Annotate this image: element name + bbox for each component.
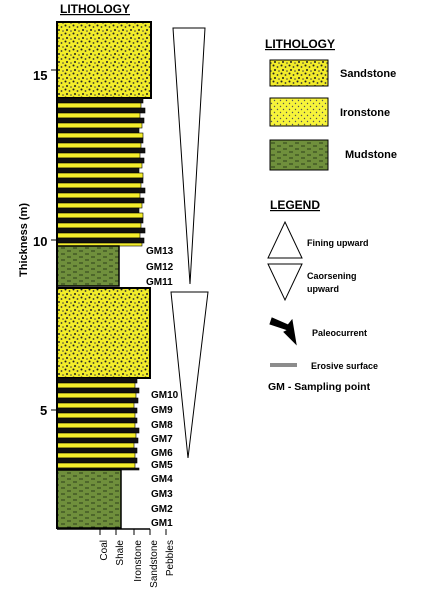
fining-upward-triangle-lower [170,291,209,459]
erosive-surface-label: Erosive surface [311,361,378,371]
sandstone-swatch [269,59,329,87]
axis-label: Thickness (m) [18,203,30,277]
lower-interbed-band [56,422,136,429]
column-title: LITHOLOGY [60,2,130,16]
lower-interbed-band [56,402,135,409]
upper-interbed-band [56,107,146,114]
upper-interbed-band [56,197,145,204]
axis-tick-10: 10 [33,234,47,249]
ironstone-label: Ironstone [340,107,390,119]
upper-interbed-band [56,132,144,139]
grain-label-ironstone: Ironstone [133,540,144,582]
upper-interbed-band [56,167,140,174]
lower-interbed-band [56,377,138,384]
upper-interbed-band [56,202,143,209]
sandstone-bed-top [56,21,152,99]
lower-interbed-band [56,382,136,389]
upper-interbed-band [56,152,141,159]
upper-interbed-band [56,172,144,179]
upper-interbed-band [56,237,145,244]
paleocurrent-arrow-icon [269,317,297,346]
upper-interbed-band [56,112,141,119]
upper-interbed-band [56,122,143,129]
lower-interbed-band [56,442,135,449]
coarsening-upward-label-line1: Caorsening [307,271,357,281]
upper-interbed-band [56,162,143,169]
legend-title: LEGEND [270,198,320,212]
paleocurrent-label: Paleocurrent [312,328,367,338]
upper-interbed-band [56,127,140,134]
sample-label-gm12: GM12 [146,262,174,273]
lower-interbed-band [56,392,137,399]
upper-interbed-band [56,222,142,229]
lower-interbed-band [56,452,136,459]
sampling-point-label: GM - Sampling point [268,381,371,393]
grain-label-sandstone: Sandstone [149,540,160,588]
lower-interbed-band [56,457,138,464]
fining-upward-icon [267,220,303,259]
lower-interbed-band [56,447,138,454]
grain-label-coal: Coal [99,540,110,561]
sample-label-gm3: GM3 [151,489,173,500]
sample-label-gm5: GM5 [151,460,173,471]
sample-label-gm1: GM1 [151,518,173,529]
sandstone-bed-middle [56,287,151,379]
sandstone-label: Sandstone [340,68,396,80]
sample-label-gm6: GM6 [151,448,173,459]
legend-lithology-title: LITHOLOGY [265,37,335,51]
upper-interbed-band [56,97,144,104]
upper-interbed-band [56,227,146,234]
lower-interbed-band [56,462,136,469]
upper-interbed-band [56,217,144,224]
lower-interbed-band [56,432,137,439]
upper-interbed-band [56,142,142,149]
upper-interbed-band [56,182,142,189]
lower-interbed-band [56,387,140,394]
lower-interbed-band [56,427,140,434]
coarsening-upward-icon [267,263,303,302]
lower-interbedded-unit [56,377,140,471]
upper-interbed-band [56,102,142,109]
upper-interbedded-unit [56,97,146,247]
coarsening-upward-label-line2: upward [307,284,339,294]
upper-interbed-band [56,157,145,164]
sample-label-gm2: GM2 [151,504,173,515]
ironstone-swatch [269,97,329,127]
sample-label-gm13: GM13 [146,246,174,257]
upper-interbed-band [56,232,141,239]
upper-interbed-band [56,212,144,219]
lower-interbed-band [56,437,139,444]
mudstone-swatch [269,139,329,171]
lower-interbed-band [56,397,139,404]
sample-label-gm4: GM4 [151,474,173,485]
upper-interbed-band [56,187,146,194]
mudstone-bed-lower [56,469,122,529]
lower-interbed-band [56,412,136,419]
fining-upward-label: Fining upward [307,238,369,248]
upper-interbed-band [56,137,144,144]
sample-label-gm10: GM10 [151,390,179,401]
axis-tick-15: 15 [33,68,47,83]
sample-label-gm9: GM9 [151,405,173,416]
grain-label-pebbles: Pebbles [165,540,176,576]
mudstone-bed-upper [56,245,120,287]
axis-tick-5: 5 [40,403,47,418]
fining-upward-triangle-upper [172,27,206,285]
upper-interbed-band [56,147,146,154]
upper-interbed-band [56,192,141,199]
sample-label-gm7: GM7 [151,434,173,445]
lower-interbed-band [56,407,138,414]
upper-interbed-band [56,207,140,214]
sample-label-gm11: GM11 [146,277,173,288]
sample-label-gm8: GM8 [151,420,173,431]
lower-interbed-band [56,417,138,424]
mudstone-label: Mudstone [345,149,397,161]
grain-label-shale: Shale [115,540,126,566]
upper-interbed-band [56,117,145,124]
upper-interbed-band [56,177,144,184]
